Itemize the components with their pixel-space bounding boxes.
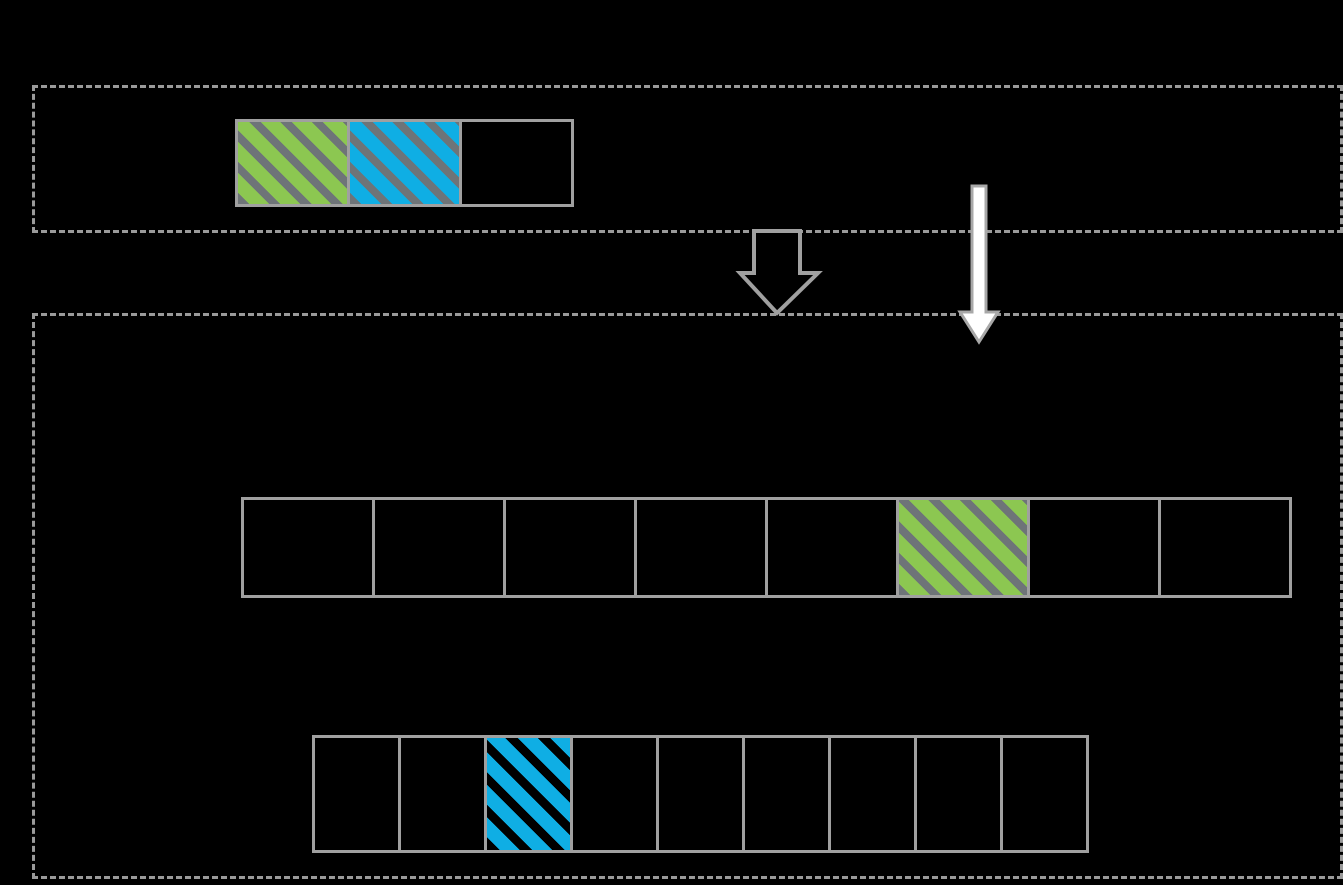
target-upper-cell-3[interactable]: [634, 497, 768, 598]
target-lower-cell-2[interactable]: [484, 735, 573, 853]
target-lower-cell-1[interactable]: [398, 735, 487, 853]
target-strip-lower: [312, 735, 1089, 853]
block-arrow-down-outline-icon: [735, 229, 823, 316]
source-cell-2[interactable]: [459, 119, 574, 207]
target-lower-cell-8[interactable]: [1000, 735, 1089, 853]
source-cell-0[interactable]: [235, 119, 350, 207]
target-lower-cell-6[interactable]: [828, 735, 917, 853]
target-upper-cell-2[interactable]: [503, 497, 637, 598]
target-upper-cell-1[interactable]: [372, 497, 506, 598]
target-lower-cell-4[interactable]: [656, 735, 745, 853]
source-cell-1[interactable]: [347, 119, 462, 207]
target-upper-cell-0[interactable]: [241, 497, 375, 598]
target-upper-cell-5[interactable]: [896, 497, 1030, 598]
target-upper-cell-4[interactable]: [765, 497, 899, 598]
upper-region: [32, 85, 1343, 233]
target-upper-cell-7[interactable]: [1158, 497, 1292, 598]
target-lower-cell-5[interactable]: [742, 735, 831, 853]
lower-region: [32, 313, 1343, 879]
target-upper-cell-6[interactable]: [1027, 497, 1161, 598]
target-lower-cell-3[interactable]: [570, 735, 659, 853]
target-lower-cell-7[interactable]: [914, 735, 1003, 853]
thin-arrow-down-filled-icon: [957, 184, 1001, 345]
source-strip: [235, 119, 574, 207]
target-lower-cell-0[interactable]: [312, 735, 401, 853]
target-strip-upper: [241, 497, 1292, 598]
